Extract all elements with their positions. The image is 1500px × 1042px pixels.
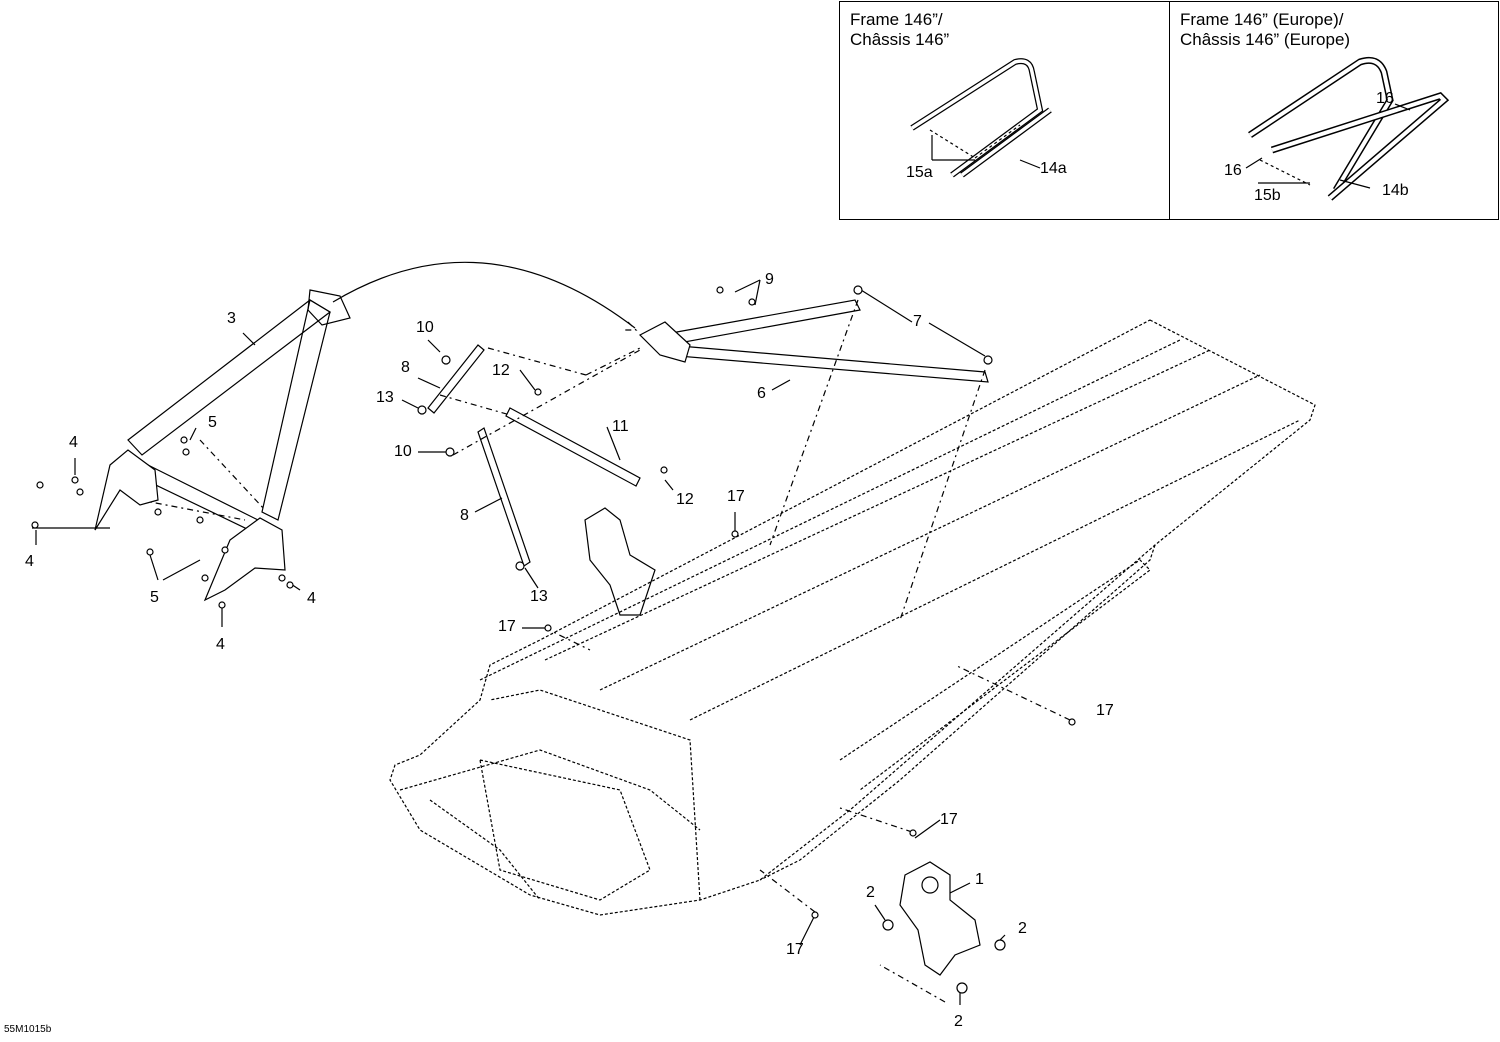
callout-16: 16 (1224, 162, 1242, 179)
callout-15b: 15b (1254, 187, 1281, 204)
callout-10: 10 (416, 319, 434, 336)
callout-17: 17 (940, 811, 958, 828)
part-1-bracket (899, 861, 981, 976)
callout-7: 7 (913, 313, 922, 330)
callout-6: 6 (757, 385, 766, 402)
rail-frame-146 (910, 58, 1052, 178)
inset-frame-146: Frame 146”/ Châssis 146” 15a 14a (839, 1, 1170, 220)
callout-8: 8 (401, 359, 410, 376)
callout-14a: 14a (1040, 160, 1067, 177)
reference-code: 55M1015b (4, 1024, 52, 1035)
callout-17: 17 (1096, 702, 1114, 719)
part-6-strut (638, 299, 989, 383)
callout-11: 11 (612, 418, 629, 435)
inset-title: Frame 146” (Europe)/ Châssis 146” (Europ… (1180, 10, 1351, 49)
callout-12: 12 (676, 491, 694, 508)
main-chassis (389, 319, 1316, 916)
callout-2: 2 (954, 1013, 963, 1030)
part-3-a-frame (94, 289, 351, 602)
callout-2: 2 (866, 884, 875, 901)
part-8-struts (427, 344, 531, 567)
inset-title: Frame 146”/ Châssis 146” (850, 10, 950, 49)
callout-9: 9 (765, 271, 774, 288)
callout-17: 17 (727, 488, 745, 505)
leader-lines (32, 103, 1411, 1005)
callout-4: 4 (25, 553, 34, 570)
guide-lines (139, 261, 1071, 1003)
callout-5: 5 (208, 414, 217, 431)
callout-12: 12 (492, 362, 510, 379)
callout-2: 2 (1018, 920, 1027, 937)
callout-13: 13 (376, 389, 394, 406)
callout-4: 4 (307, 590, 316, 607)
rail-frame-146-europe (1248, 56, 1450, 201)
callout-15a: 15a (906, 164, 933, 181)
callout-14b: 14b (1382, 182, 1409, 199)
callout-16: 16 (1376, 90, 1394, 107)
callout-17: 17 (498, 618, 516, 635)
callout-4: 4 (69, 434, 78, 451)
part-11-bar (505, 407, 641, 487)
callout-3: 3 (227, 310, 236, 327)
callout-17: 17 (786, 941, 804, 958)
callout-8: 8 (460, 507, 469, 524)
bracket-mid (584, 507, 656, 616)
callout-4: 4 (216, 636, 225, 653)
callout-5: 5 (150, 589, 159, 606)
inset-frame-146-europe: Frame 146” (Europe)/ Châssis 146” (Europ… (1169, 1, 1499, 220)
callout-10: 10 (394, 443, 412, 460)
fasteners (31, 285, 1076, 994)
callout-1: 1 (975, 871, 984, 888)
callout-13: 13 (530, 588, 548, 605)
